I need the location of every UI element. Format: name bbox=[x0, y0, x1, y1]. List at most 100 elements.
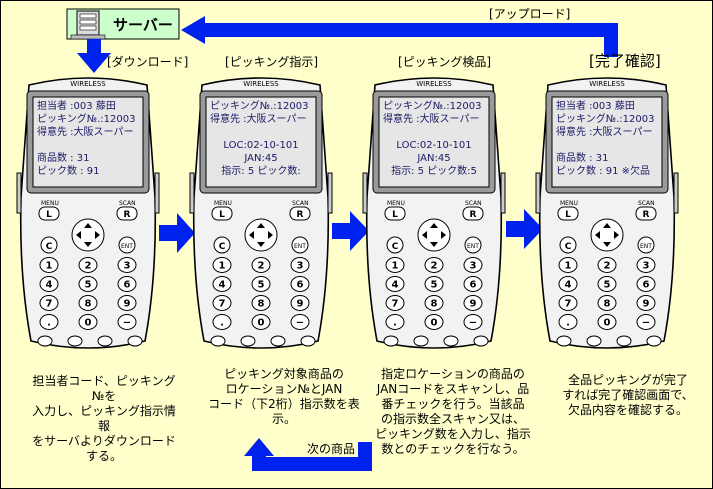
screen-line: 担当者 :003 藤田 bbox=[556, 99, 635, 112]
step-3-heading: [ピッキング検品] bbox=[398, 55, 492, 69]
function-key bbox=[586, 335, 602, 347]
screen bbox=[205, 96, 317, 188]
function-key bbox=[37, 335, 53, 347]
keypad-key bbox=[251, 295, 271, 311]
screen-line: JAN:45 bbox=[243, 153, 277, 164]
key-l bbox=[384, 206, 406, 221]
keypad-key-label: 6 bbox=[643, 280, 650, 291]
keypad-key bbox=[117, 314, 137, 330]
keypad-key bbox=[597, 314, 617, 330]
side-grip-right bbox=[154, 172, 160, 214]
scan-label: SCAN bbox=[119, 200, 136, 207]
key-r bbox=[462, 206, 484, 221]
keypad-key bbox=[385, 276, 405, 292]
keypad-key bbox=[212, 295, 232, 311]
keypad-key-label: 0 bbox=[258, 318, 265, 329]
keypad-key bbox=[597, 257, 617, 273]
key-c bbox=[386, 236, 404, 254]
keypad-key bbox=[385, 257, 405, 273]
keypad-key-label: 9 bbox=[297, 299, 304, 310]
keypad-key bbox=[597, 276, 617, 292]
dpad-left-icon bbox=[76, 231, 81, 239]
keypad-key-label: 2 bbox=[604, 261, 611, 272]
key-c-label: C bbox=[565, 242, 572, 252]
desc-line: すれば完了確認画面で、 bbox=[562, 388, 694, 402]
function-key bbox=[473, 335, 489, 347]
key-r-label: R bbox=[297, 210, 304, 220]
dpad-up-icon bbox=[257, 223, 265, 228]
keypad-key-label: 5 bbox=[604, 280, 611, 291]
key-c-label: C bbox=[46, 242, 53, 252]
desc-line: ピッキング対象商品の bbox=[224, 367, 344, 381]
screen-line: 指示: 5 ピック数: bbox=[221, 164, 300, 177]
dpad-left-icon bbox=[249, 231, 254, 239]
keypad-key-label: 4 bbox=[219, 280, 226, 291]
keypad-key-label: 3 bbox=[297, 261, 304, 272]
desc-line: 数とのチェックを行なう。 bbox=[381, 442, 525, 456]
side-grip-left bbox=[189, 172, 195, 214]
keypad-key bbox=[424, 257, 444, 273]
screen-line: ピッキング№.:12003 bbox=[383, 99, 481, 112]
function-key bbox=[413, 335, 429, 347]
keypad-key-label: 8 bbox=[258, 299, 265, 310]
keypad-key-label: . bbox=[566, 318, 570, 329]
keypad-key bbox=[290, 295, 310, 311]
step-4-heading: [完了確認] bbox=[589, 52, 661, 70]
screen-line: LOC:02-10-101 bbox=[223, 140, 298, 151]
keypad-key bbox=[463, 295, 483, 311]
arrow-3-to-4 bbox=[506, 209, 543, 249]
keypad-key bbox=[558, 314, 578, 330]
keypad-key-label: 3 bbox=[124, 261, 131, 272]
keypad-key bbox=[636, 276, 656, 292]
keypad-key-label: 0 bbox=[85, 318, 92, 329]
keypad-key-label: 6 bbox=[297, 280, 304, 291]
key-c bbox=[40, 236, 58, 254]
desc-line: する。 bbox=[85, 449, 122, 463]
keypad-key-label: 6 bbox=[470, 280, 477, 291]
key-r bbox=[289, 206, 311, 221]
key-r bbox=[635, 206, 657, 221]
keypad-key bbox=[39, 314, 59, 330]
key-r-label: R bbox=[124, 210, 131, 220]
screen-line: 得意先 :大阪スーパー bbox=[37, 125, 133, 138]
key-ent bbox=[464, 236, 482, 254]
key-ent-label: ENT bbox=[121, 243, 133, 250]
keypad-key bbox=[424, 314, 444, 330]
screen-line: LOC:02-10-101 bbox=[396, 140, 471, 151]
keypad-key bbox=[117, 295, 137, 311]
screen-line: 商品数 : 31 bbox=[556, 151, 608, 164]
keypad-key-label: 7 bbox=[565, 299, 572, 310]
menu-label: MENU bbox=[387, 200, 405, 207]
scan-label: SCAN bbox=[638, 200, 655, 207]
function-key bbox=[300, 335, 316, 347]
dpad-down-icon bbox=[84, 242, 92, 247]
keypad-key bbox=[597, 295, 617, 311]
key-r-label: R bbox=[643, 210, 650, 220]
side-grip-left bbox=[535, 172, 541, 214]
step-2-description: ピッキング対象商品の ロケーション№とJAN コード（下2桁）指示数を表示。 bbox=[204, 367, 364, 427]
download-arrow bbox=[77, 39, 111, 73]
side-grip-left bbox=[16, 172, 22, 214]
keypad-key-label: 1 bbox=[219, 261, 226, 272]
screen bbox=[378, 96, 490, 188]
keypad-key-label: 3 bbox=[470, 261, 477, 272]
keypad-key bbox=[636, 314, 656, 330]
server-label: サーバー bbox=[113, 16, 173, 34]
keypad-key bbox=[463, 257, 483, 273]
dpad-left-icon bbox=[422, 231, 427, 239]
keypad-key-label: 8 bbox=[604, 299, 611, 310]
keypad-key bbox=[463, 276, 483, 292]
menu-label: MENU bbox=[560, 200, 578, 207]
desc-line: 入力し、ピッキング指示情報 bbox=[32, 404, 176, 433]
keypad-key-label: 0 bbox=[604, 318, 611, 329]
keypad-key bbox=[251, 276, 271, 292]
keypad-key bbox=[636, 257, 656, 273]
function-key bbox=[556, 335, 572, 347]
screen-line: JAN:45 bbox=[416, 153, 450, 164]
keypad-key bbox=[385, 314, 405, 330]
keypad-key-label: 2 bbox=[258, 261, 265, 272]
